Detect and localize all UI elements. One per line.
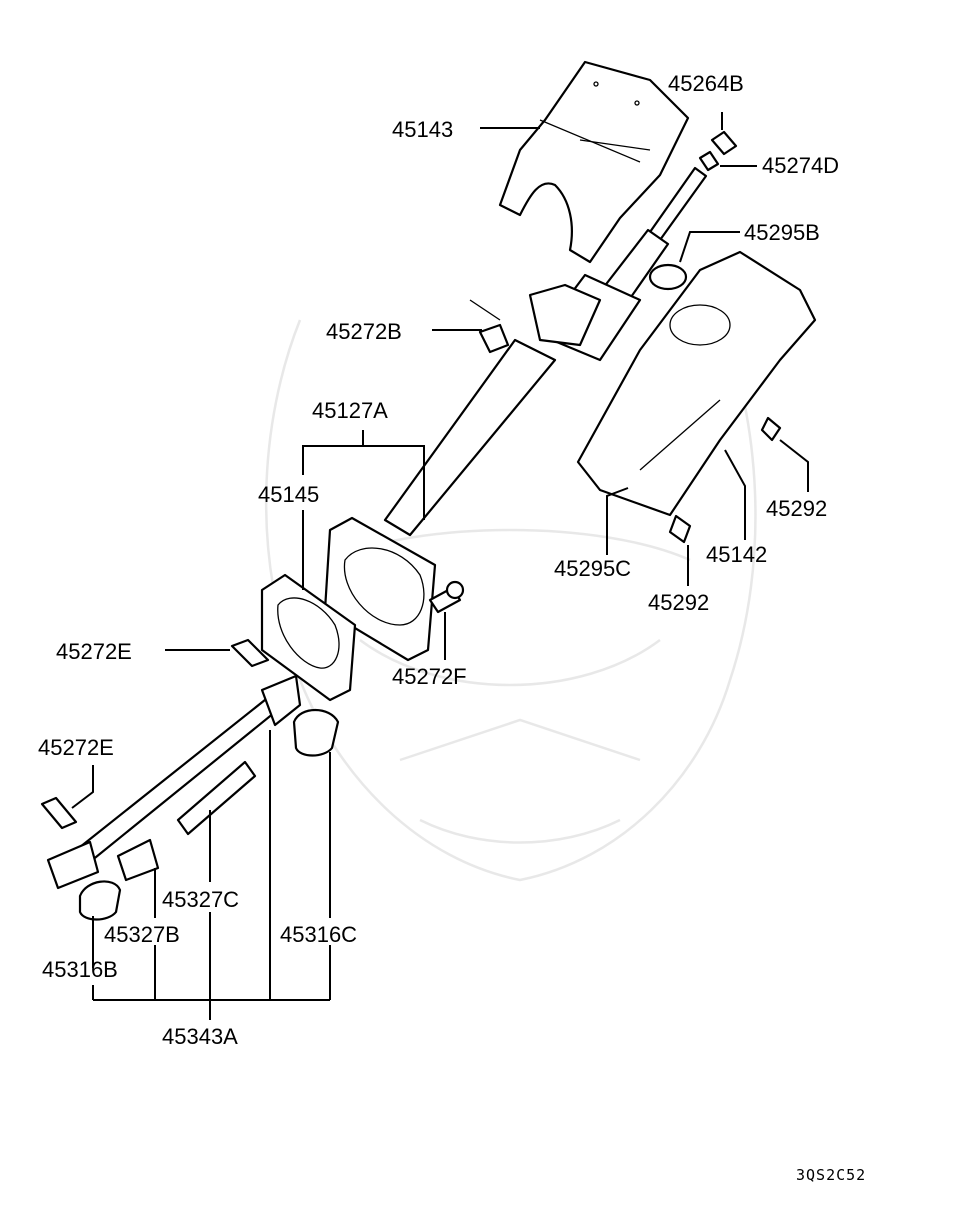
label-45264b: 45264B [668, 71, 744, 96]
lever-knob-45264b [710, 130, 738, 156]
figure-code: 3QS2C52 [796, 1166, 866, 1184]
label-45272e-upper: 45272E [56, 639, 132, 664]
label-45343a: 45343A [162, 1024, 238, 1049]
label-45274d: 45274D [762, 153, 839, 178]
label-45316c: 45316C [280, 922, 357, 947]
leader-lines [71, 112, 809, 1020]
screw-45292-lower [668, 514, 692, 544]
boot-45316b [78, 880, 122, 921]
steering-column-shaft [383, 166, 708, 537]
bolt-45272e-upper [230, 638, 270, 668]
label-45272f: 45272F [392, 664, 467, 689]
label-45272b: 45272B [326, 319, 402, 344]
label-45145: 45145 [258, 482, 319, 507]
label-45272e-lower: 45272E [38, 735, 114, 760]
bolt-45272f [428, 580, 465, 614]
clip-45274d [698, 150, 720, 172]
label-45327c: 45327C [162, 887, 239, 912]
ring-45295b [648, 263, 688, 291]
label-45127a: 45127A [312, 398, 388, 423]
gasket-plate [260, 573, 357, 702]
label-45292-lower: 45292 [648, 590, 709, 615]
screw-45292-upper [760, 416, 782, 442]
label-45327b: 45327B [104, 922, 180, 947]
label-45143: 45143 [392, 117, 453, 142]
bolt-45272b [469, 299, 510, 354]
label-45292-upper: 45292 [766, 496, 827, 521]
boot-45316c [292, 709, 340, 757]
upper-column-cover [498, 60, 690, 264]
intermediate-shaft [46, 674, 302, 890]
part-labels: 45143 45264B 45274D 45295B 45272B 45127A… [38, 71, 866, 1184]
lower-column-cover [576, 250, 817, 517]
label-45316b: 45316B [42, 957, 118, 982]
label-45295b: 45295B [744, 220, 820, 245]
label-45295c: 45295C [554, 556, 631, 581]
bolt-45272e-lower [40, 796, 78, 830]
label-45142: 45142 [706, 542, 767, 567]
